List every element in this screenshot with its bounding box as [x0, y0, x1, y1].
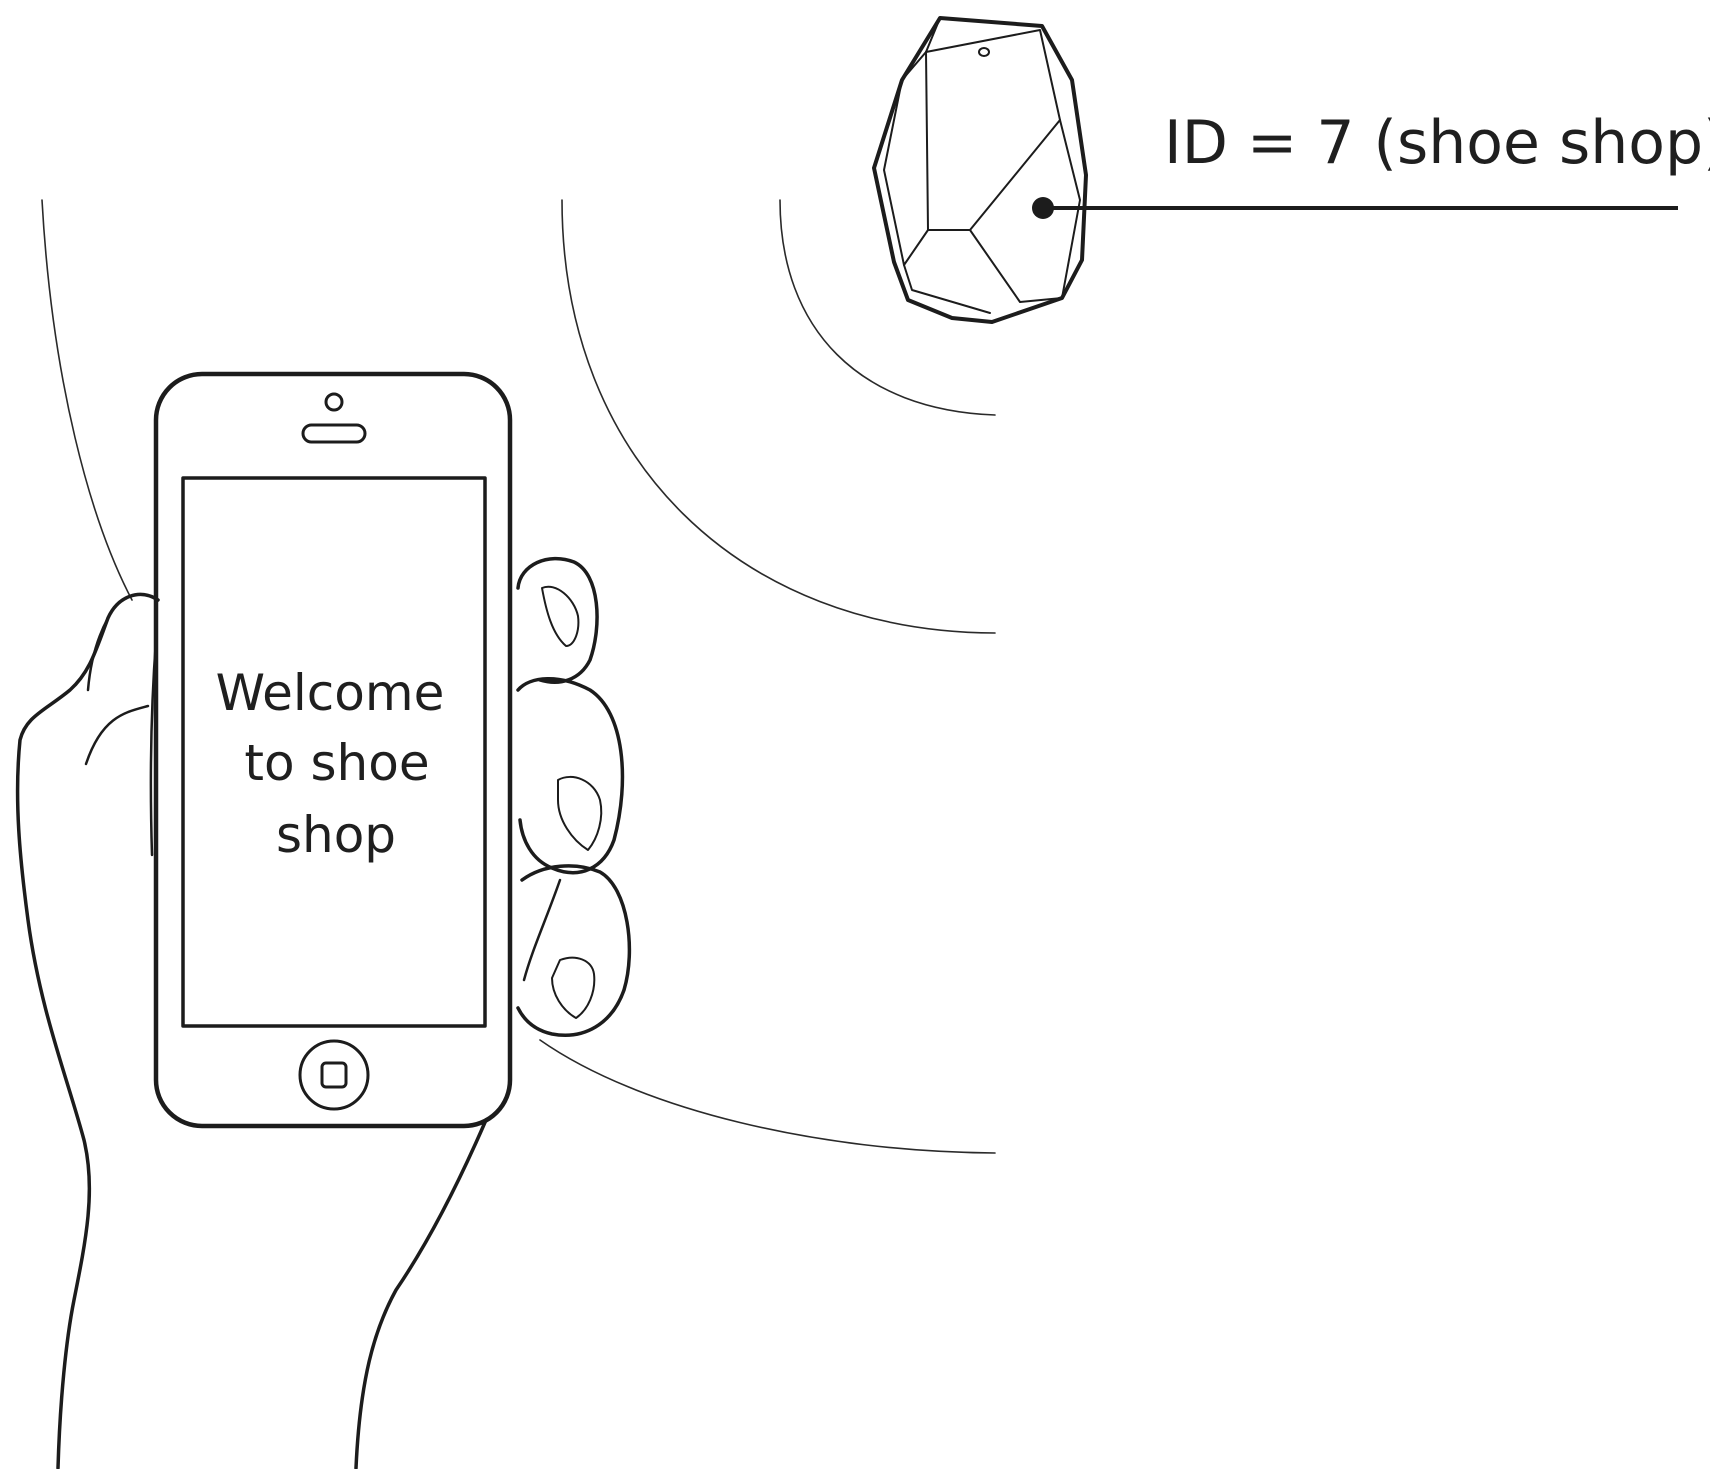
- home-button: [300, 1041, 368, 1109]
- finger-middle: [518, 679, 622, 873]
- signal-wave-outer: [42, 200, 132, 600]
- smartphone-icon: Welcome to shoe shop: [156, 374, 510, 1126]
- signal-wave-outer-lower: [540, 1040, 995, 1153]
- home-button-square: [322, 1063, 346, 1087]
- beacon-id-label: ID = 7 (shoe shop): [1164, 108, 1710, 178]
- phone-screen-message: Welcome to shoe shop: [216, 664, 445, 864]
- beacon-hole: [979, 48, 989, 56]
- finger-bottom: [518, 866, 629, 1035]
- screen-line-1: Welcome: [216, 664, 445, 722]
- screen-line-2: to shoe: [244, 734, 429, 792]
- phone-speaker: [303, 425, 365, 442]
- finger-top: [518, 559, 597, 683]
- screen-line-3: shop: [276, 806, 396, 864]
- signal-wave-middle: [562, 200, 995, 633]
- phone-camera: [326, 394, 342, 410]
